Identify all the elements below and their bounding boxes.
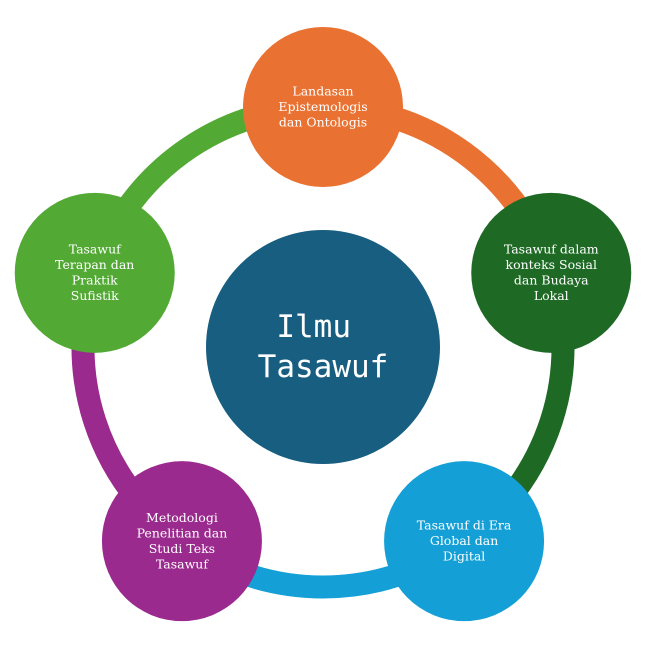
node-label-line: Landasan	[292, 84, 353, 99]
node-label-line: Metodologi	[146, 510, 218, 525]
node-circle	[384, 461, 545, 622]
center-label-line: Tasawuf	[258, 349, 389, 385]
connector-arc	[71, 329, 149, 509]
node-circle	[243, 27, 403, 187]
node-label-line: Studi Teks	[149, 541, 215, 556]
center-circle	[206, 230, 440, 464]
node-label-line: Tasawuf dalam	[504, 242, 599, 257]
node-label-line: Penelitian dan	[137, 525, 228, 540]
node-label-line: Digital	[443, 549, 486, 564]
node-label-line: Praktik	[72, 273, 118, 288]
node-label-line: dan Budaya	[514, 273, 589, 288]
center-label: Ilmu Tasawuf	[258, 309, 389, 385]
node-label-line: Tasawuf di Era	[417, 518, 512, 533]
node-label-line: Tasawuf	[69, 242, 122, 257]
node-label-line: Epistemologis	[278, 99, 367, 114]
node-label-line: Sufistik	[71, 288, 119, 303]
node-label-line: Global dan	[430, 533, 498, 548]
node-circle	[14, 192, 175, 353]
node-label-line: Terapan dan	[55, 257, 134, 272]
node-label-line: Tasawuf	[156, 556, 209, 571]
node-label-line: Lokal	[534, 288, 569, 303]
connector-arc	[109, 102, 268, 227]
node-label-line: dan Ontologis	[279, 115, 367, 130]
center-node: Ilmu Tasawuf	[206, 230, 440, 464]
connector-arc	[378, 102, 537, 227]
connector-arc	[228, 558, 418, 599]
connector-arc	[497, 329, 575, 509]
node-label-line: konteks Sosial	[506, 257, 598, 272]
node-circle	[471, 192, 632, 353]
node-circle	[101, 461, 262, 622]
connector-arcs	[71, 102, 575, 599]
center-label-line: Ilmu	[276, 309, 351, 345]
